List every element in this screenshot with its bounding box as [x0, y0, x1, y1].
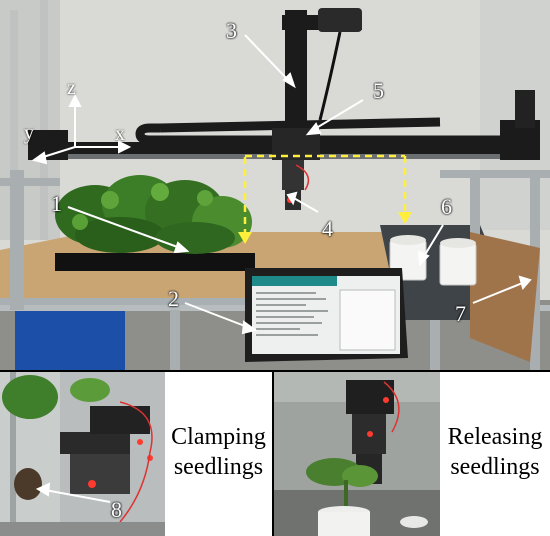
brown-board [470, 232, 540, 362]
arrow-3 [244, 34, 291, 83]
cup-right-rim [440, 238, 476, 248]
y-axis [39, 146, 76, 159]
left-frame-rail [0, 178, 60, 186]
x-arrowhead [118, 140, 132, 154]
root-ball [14, 468, 42, 500]
callout-4: 4 [322, 216, 333, 241]
motion-path [243, 154, 407, 236]
wire [119, 401, 153, 523]
shelf-post [40, 0, 48, 240]
callout-6: 6 [441, 194, 452, 219]
clamping-caption-line-1: Clamping [171, 424, 266, 450]
blue-box [15, 310, 125, 370]
arrow-3-head [282, 72, 296, 89]
leg [430, 290, 440, 370]
gripper-body [282, 160, 304, 190]
coordinate-axes [31, 93, 132, 165]
main-scene [0, 0, 550, 370]
path-arrowhead-end [398, 212, 412, 224]
left-frame-post [10, 170, 24, 310]
shelf-post [10, 10, 18, 240]
clamping-scene [0, 372, 165, 536]
cup-right [439, 242, 477, 286]
leaf [151, 183, 169, 201]
y-axis-label: y [24, 122, 34, 144]
arrow-2 [184, 302, 251, 329]
ide-serial-window [339, 289, 396, 351]
cable [318, 31, 342, 121]
releasing-scene [274, 372, 440, 536]
arrow-5 [312, 99, 364, 131]
release-cup-2 [400, 516, 428, 528]
arrow-7 [472, 281, 526, 304]
callout-8: 8 [111, 497, 122, 522]
arrow-4 [291, 196, 319, 213]
clamp-gripper [70, 454, 130, 494]
y-arrowhead [31, 151, 48, 165]
led [137, 439, 143, 445]
callout-1: 1 [51, 191, 62, 216]
arrow-6 [422, 224, 444, 259]
leaf [197, 190, 213, 206]
led [383, 397, 389, 403]
arrow-1-head [173, 241, 190, 254]
arrow-4-head [286, 191, 298, 206]
path-arrowhead-start [238, 232, 252, 244]
callout-8-arrow [35, 482, 111, 503]
led [88, 480, 96, 488]
callout-5: 5 [373, 78, 384, 103]
callout-arrows [67, 34, 532, 335]
callout-3: 3 [226, 18, 237, 43]
right-frame-rail [440, 170, 550, 178]
release-cup [318, 512, 370, 536]
clamp-post [10, 372, 16, 536]
arrow-5-head [305, 122, 322, 136]
z-arrowhead [68, 93, 82, 107]
arrow-6-head [417, 250, 430, 267]
drag-chain [135, 123, 515, 145]
releasing-caption-line-2: seedlings [450, 454, 540, 480]
cup-left-rim [390, 235, 426, 245]
releasing-panel: Releasing seedlings [274, 372, 550, 536]
clamp-board [90, 406, 150, 434]
ide-toolbar [252, 276, 337, 286]
foliage [155, 222, 235, 254]
z-motor [318, 8, 362, 32]
arrow-8-head [35, 482, 51, 497]
leaf [101, 191, 119, 209]
releasing-caption: Releasing seedlings [440, 422, 550, 482]
arrow-8 [44, 489, 111, 503]
leg [170, 310, 180, 370]
leaf [72, 214, 88, 230]
clamp-leaves [2, 375, 58, 419]
arrow-1 [67, 206, 184, 250]
clamp-leaf [70, 378, 110, 402]
release-stem [344, 480, 348, 510]
arrow-7-head [518, 275, 532, 291]
foliage [75, 217, 165, 253]
code-lines [256, 292, 328, 336]
wire [383, 381, 400, 433]
motor-right [515, 90, 535, 128]
release-leaf [342, 465, 378, 487]
releasing-caption-line-1: Releasing [447, 424, 543, 450]
callout-7: 7 [455, 301, 466, 326]
clamp-jaw-block [60, 432, 130, 454]
x-axis-label: x [115, 123, 125, 145]
clamp-floor [0, 522, 165, 536]
wire [295, 164, 310, 191]
clamping-panel: 8 Clamping seedlings [0, 372, 274, 536]
clamping-caption: Clamping seedlings [165, 422, 272, 482]
z-axis-label: z [67, 77, 76, 99]
clamping-caption-line-2: seedlings [173, 454, 264, 480]
led [367, 431, 373, 437]
seedlings [55, 175, 252, 254]
seedling-tray [55, 253, 255, 271]
arrow-2-head [241, 320, 258, 335]
main-photo: z y x 1 2 3 4 5 6 7 [0, 0, 550, 372]
z-column [285, 10, 307, 150]
callout-2: 2 [168, 286, 179, 311]
